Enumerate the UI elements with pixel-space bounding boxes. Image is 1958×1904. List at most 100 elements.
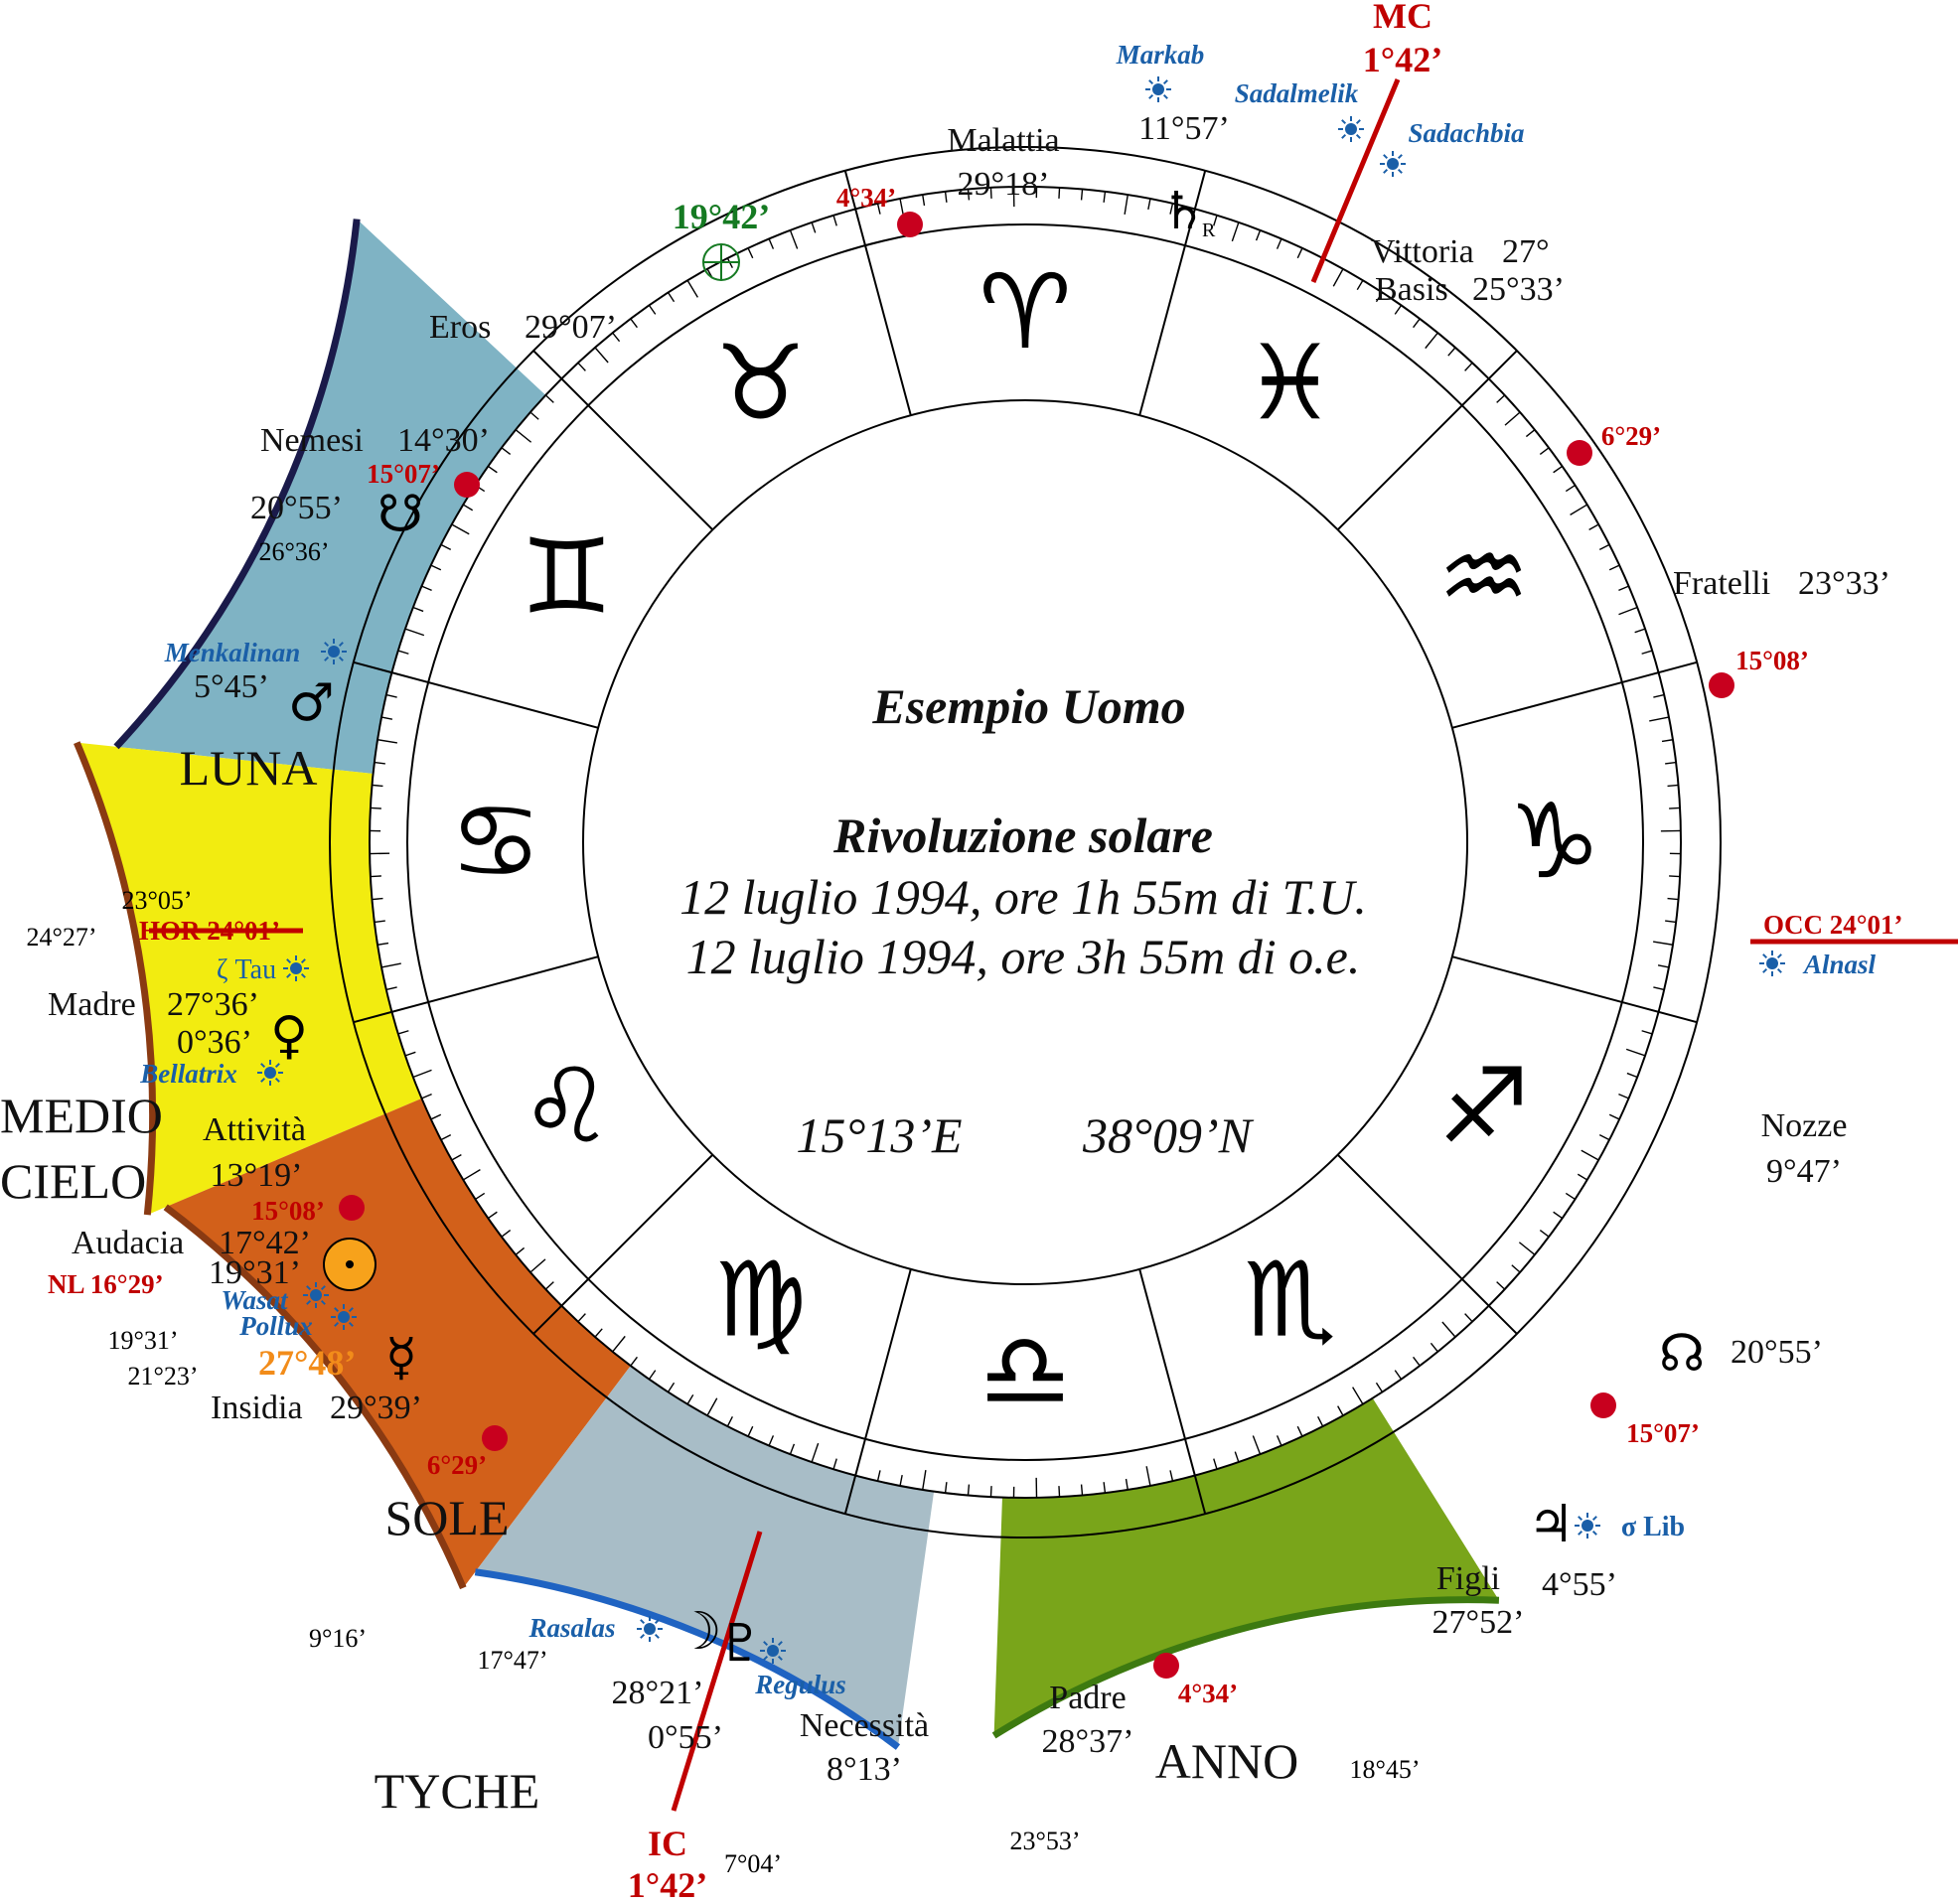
degree-tick	[747, 247, 754, 259]
degree-tick	[1649, 716, 1670, 722]
degree-tick	[451, 1154, 462, 1161]
degree-tick	[372, 897, 383, 901]
medio-label: MEDIO	[0, 1088, 163, 1143]
degree-tick	[1665, 920, 1677, 924]
degree-tick	[1447, 347, 1456, 357]
chart-subtitle: Rivoluzione solare	[832, 807, 1213, 863]
degree-tick	[440, 1134, 452, 1141]
degree-tick	[421, 585, 432, 592]
jupiter-icon: ♃	[1528, 1495, 1575, 1554]
degree-tick	[1464, 362, 1473, 371]
star-ray	[1341, 119, 1347, 125]
degree-tick	[475, 1192, 486, 1201]
degree-tick	[430, 1113, 442, 1120]
degree-tick	[1669, 806, 1681, 809]
star-sadachbia: Sadachbia	[1408, 118, 1524, 148]
star-ray	[1148, 79, 1154, 85]
occ-label: OCC 24°01’	[1763, 910, 1903, 940]
pluto-degree: 0°55’	[648, 1719, 723, 1756]
degree-tick	[377, 739, 397, 744]
star-icon	[290, 962, 302, 974]
ic-label: IC	[648, 1824, 687, 1863]
lot-attivita-degree: 13°19’	[211, 1157, 303, 1194]
degree-tick	[1665, 761, 1677, 765]
mc-degree: 1°42’	[1363, 40, 1442, 79]
sun-degree: 19°31’	[209, 1254, 301, 1291]
degree-tick	[1598, 1134, 1610, 1141]
degree-tick	[1618, 606, 1638, 616]
star-icons	[257, 76, 1785, 1664]
lot-attivita-name: Attività	[203, 1111, 306, 1148]
south-node-degree: 20°55’	[250, 490, 343, 526]
star-markers: Markab Sadalmelik Sadachbia Menkalinan ζ…	[139, 40, 1876, 1699]
degree-tick	[440, 543, 452, 550]
degree-tick	[1553, 465, 1564, 474]
degree-tick	[412, 1069, 432, 1079]
degree-tick	[1296, 1425, 1303, 1437]
star-ray	[1578, 1530, 1583, 1536]
tyche-label: TYCHE	[375, 1763, 540, 1819]
degree-tick	[385, 986, 397, 991]
sign-divider	[1336, 350, 1518, 531]
star-ray	[260, 1063, 266, 1069]
degree-tick	[594, 347, 609, 364]
star-icon	[310, 1289, 322, 1301]
star-icon	[644, 1623, 656, 1635]
degree-tick	[989, 1486, 992, 1498]
small-degree-7: 17°47’	[477, 1646, 547, 1675]
chart-line-1: 12 luglio 1994, ore 1h 55m di T.U.	[679, 869, 1367, 925]
chart-longitude: 15°13’E	[796, 1107, 962, 1163]
degree-tick	[1080, 1484, 1084, 1496]
sign-divider	[1451, 660, 1698, 729]
moon-icon: ☽	[676, 1602, 722, 1662]
star-icon	[1152, 83, 1164, 95]
degree-tick	[922, 1470, 927, 1490]
virgo-symbol: ♍	[714, 1240, 807, 1361]
degree-tick	[686, 1393, 694, 1405]
degree-tick	[922, 195, 926, 207]
lot-padre-name: Padre	[1049, 1680, 1126, 1716]
degree-tick	[1577, 1173, 1588, 1181]
small-degree-10: 18°45’	[1349, 1755, 1420, 1784]
degree-tick	[577, 1313, 586, 1323]
scorpio-symbol: ♏	[1244, 1240, 1336, 1361]
star-ray	[1383, 168, 1389, 174]
star-ray	[320, 1299, 326, 1305]
star-pollux: Pollux	[238, 1311, 313, 1341]
star-ray	[1762, 967, 1768, 973]
saturn-retro: R	[1202, 220, 1216, 241]
degree-tick	[967, 189, 971, 201]
star-ray	[763, 1641, 769, 1647]
degree-tick	[1518, 1242, 1536, 1255]
degree-tick	[380, 962, 401, 968]
degree-tick	[1553, 1211, 1564, 1220]
degree-tick	[515, 1246, 526, 1255]
red-dot	[1153, 1653, 1179, 1679]
degree-tick	[1657, 964, 1670, 968]
red-marker-8: 4°34’	[1178, 1679, 1238, 1708]
medio-cielo-arc	[74, 741, 157, 1216]
degree-tick	[1608, 564, 1620, 571]
degree-tick	[1667, 897, 1679, 901]
degree-tick	[1464, 1313, 1473, 1323]
degree-tick	[1169, 203, 1174, 215]
mercury-icon: ☿	[385, 1328, 417, 1388]
degree-tick	[1103, 191, 1107, 203]
small-degree-2: 23°05’	[121, 886, 192, 915]
lot-insidia-degree: 29°39’	[330, 1390, 422, 1426]
degree-tick	[1213, 1458, 1218, 1470]
sign-dividers	[353, 170, 1698, 1515]
sign-divider	[532, 350, 714, 531]
degree-tick	[1276, 238, 1282, 249]
degree-tick	[832, 1458, 837, 1470]
star-ray	[338, 642, 344, 648]
degree-tick	[1296, 247, 1303, 259]
star-regulus: Regulus	[754, 1670, 846, 1699]
degree-tick	[630, 1356, 638, 1367]
degree-tick	[1653, 941, 1673, 946]
degree-tick	[487, 1211, 498, 1220]
degree-tick	[544, 1281, 554, 1290]
degree-tick	[1539, 1230, 1550, 1238]
degree-tick	[1539, 447, 1550, 455]
sign-divider	[532, 1153, 714, 1335]
